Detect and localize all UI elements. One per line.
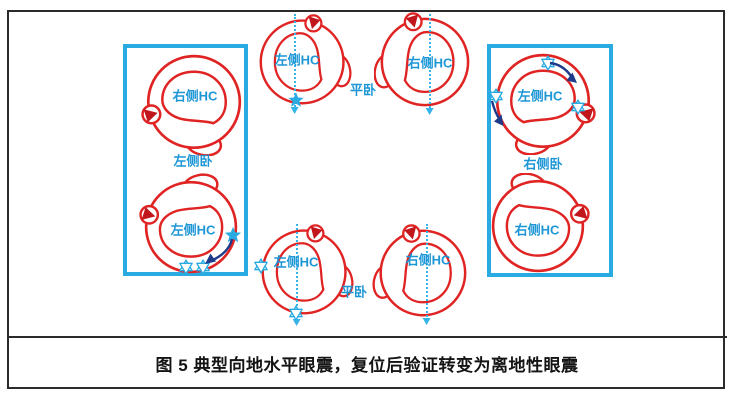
cupula-wedge [310,226,323,240]
cupula-wedge [308,16,321,30]
canal-diagram-left-box-bottom [138,173,242,276]
canal-label-right-box-top: 左侧HC [517,88,563,104]
open-star-icon [571,99,585,115]
down-arrowhead-icon [290,107,299,114]
figure-caption: 图 5 典型向地水平眼震，复位后验证转变为离地性眼震 [155,356,579,375]
movement-arrow-icon [490,100,504,126]
canal-diagram-right-box-bottom [488,172,590,276]
hc-canal-drawing [495,53,596,155]
filled-star-icon [288,92,304,107]
canal-diagram-supine-top-right [374,12,472,110]
open-star-icon [254,258,268,274]
open-star-icon [179,259,193,275]
open-star-icon [196,259,210,275]
gravity-dotted-line [429,14,431,108]
cupula-wedge [143,109,158,123]
down-arrowhead-icon [425,108,434,115]
gravity-dotted-line [426,224,428,317]
down-arrowhead-icon [422,318,431,325]
canal-diagram-left-box-top [141,52,245,156]
canal-label-supine-top-right: 右侧HC [407,55,453,71]
cupula-wedge [573,206,588,219]
canal-label-supine-top-left: 左侧HC [274,52,320,68]
hc-canal-drawing [261,224,354,315]
cupula-wedge [405,14,419,28]
position-label-right-lying: 右侧卧 [523,156,563,172]
gravity-dotted-line [294,14,296,107]
cupula-wedge [141,207,156,220]
right-lying-box [487,44,613,277]
caption-divider [7,336,727,338]
filled-star-icon [224,226,242,243]
hc-canal-drawing [491,173,590,273]
position-label-supine-bottom: 平卧 [340,284,368,300]
canal-label-left-box-top: 右侧HC [172,88,218,104]
caption-area: 图 5 典型向地水平眼震，复位后验证转变为离地性眼震 [9,338,725,389]
hc-canal-drawing [374,12,470,107]
position-label-supine-top: 平卧 [349,82,377,98]
canal-label-supine-bottom-right: 右侧HC [405,252,451,268]
figure-border [7,10,725,389]
open-star-icon [289,305,303,321]
canal-diagram-right-box-top [492,50,596,156]
down-arrowhead-icon [292,319,301,326]
hc-canal-drawing [139,173,238,274]
movement-arrow-icon [205,238,234,264]
open-star-icon [489,88,503,104]
hc-canal-drawing [259,14,352,105]
cupula-wedge [579,108,594,122]
canal-diagram-supine-top-left [256,14,352,108]
canal-diagram-supine-bottom-right [372,224,470,320]
canal-diagram-supine-bottom-left [258,224,354,318]
hc-canal-drawing [141,54,242,156]
hc-canal-drawing [372,224,467,317]
canal-label-left-box-bottom: 左侧HC [170,222,216,238]
gravity-dotted-line [296,224,298,318]
canal-label-supine-bottom-left: 左侧HC [273,254,319,270]
canal-label-right-box-bottom: 右侧HC [514,222,560,238]
cupula-wedge [404,226,417,240]
movement-arrow-icon [549,61,577,83]
position-label-left-lying: 左侧卧 [173,153,213,169]
